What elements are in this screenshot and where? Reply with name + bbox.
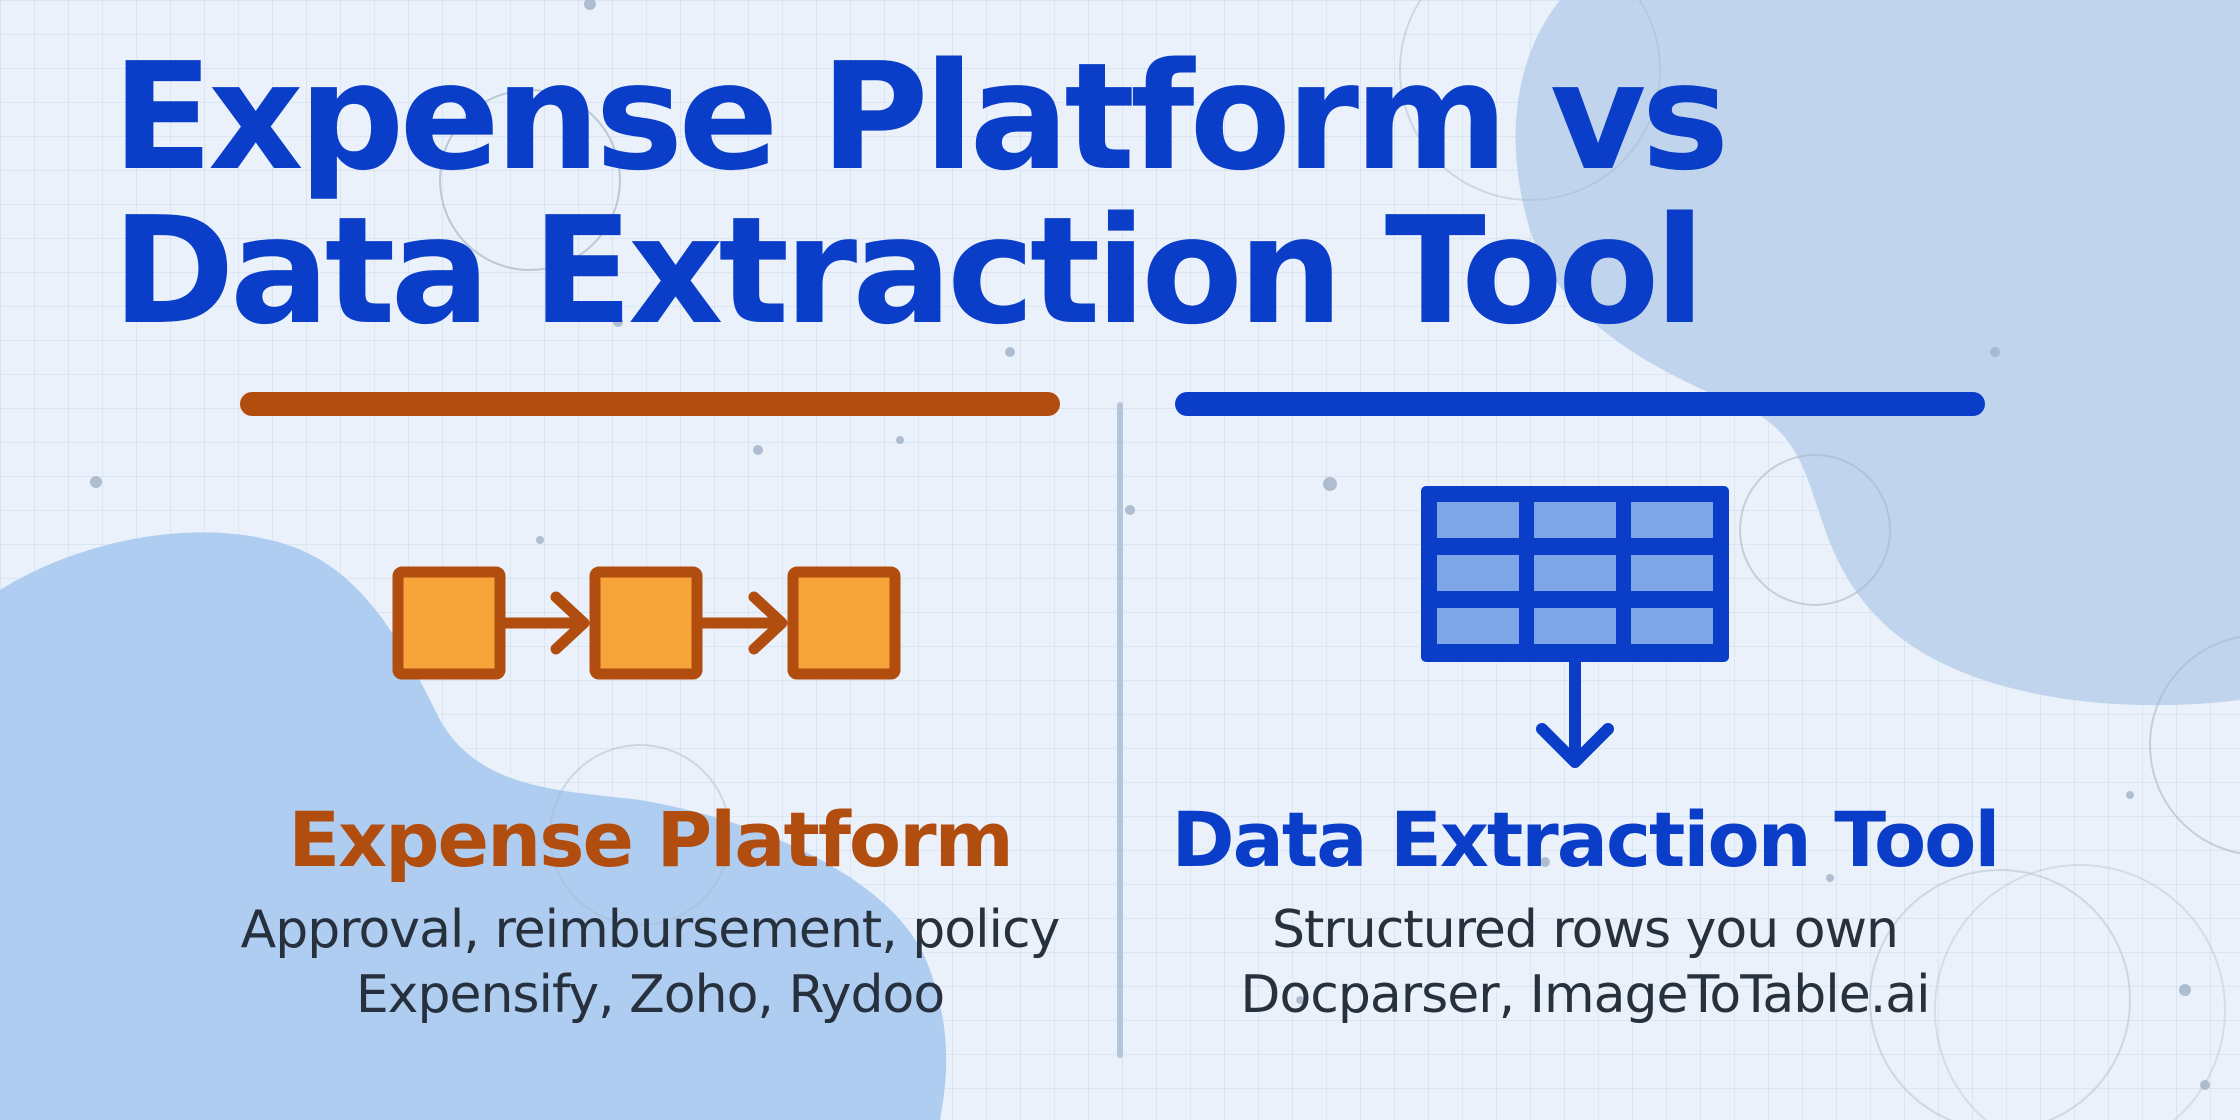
data-extraction-tool-heading: Data Extraction Tool [1171, 795, 2001, 884]
left-accent-rule [240, 392, 1060, 416]
bg-blob-bottom-left [0, 532, 947, 1120]
data-extraction-tool-description: Structured rows you own Docparser, Image… [1085, 898, 2085, 1028]
column-divider [1117, 402, 1123, 1058]
expense-platform-features: Approval, reimbursement, policy [240, 900, 1061, 960]
page-title: Expense Platform vs Data Extraction Tool [112, 31, 1729, 357]
data-extraction-tool-features: Structured rows you own [1271, 900, 1899, 960]
workflow-steps-icon [392, 566, 901, 680]
table-export-icon [1421, 486, 1729, 768]
bg-blob-top-right [1515, 0, 2240, 706]
expense-platform-heading: Expense Platform [288, 795, 1014, 884]
data-extraction-tool-examples: Docparser, ImageToTable.ai [1240, 965, 1930, 1025]
title-line-1: Expense Platform vs [112, 31, 1729, 203]
right-accent-rule [1175, 392, 1985, 416]
expense-platform-description: Approval, reimbursement, policy Expensif… [140, 898, 1160, 1028]
expense-platform-examples: Expensify, Zoho, Rydoo [355, 965, 945, 1025]
title-line-2: Data Extraction Tool [112, 185, 1705, 357]
